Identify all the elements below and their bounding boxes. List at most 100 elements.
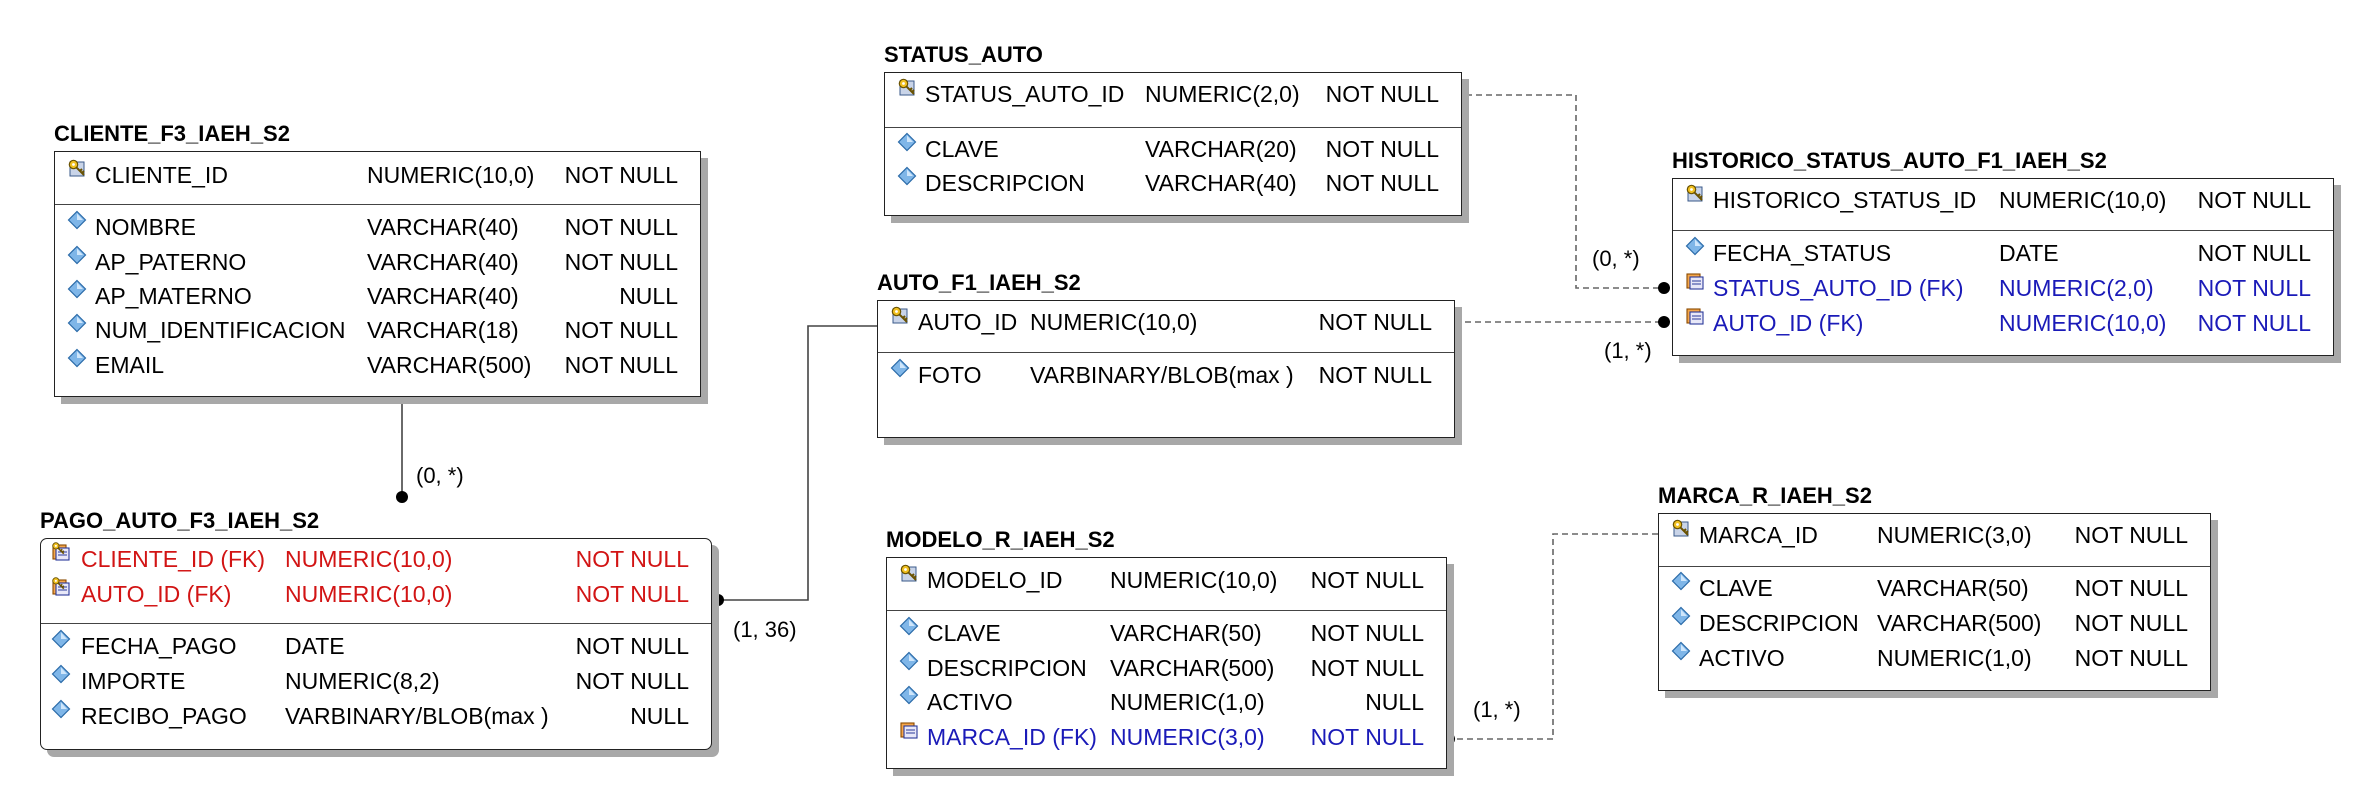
column-row[interactable]: CLAVE VARCHAR(50) NOT NULL xyxy=(1659,571,2212,605)
column-row[interactable]: CLIENTE_ID NUMERIC(10,0) NOT NULL xyxy=(55,158,702,192)
attribute-icon xyxy=(1671,571,1691,591)
column-type: VARCHAR(500) xyxy=(367,352,532,378)
entity-marca[interactable]: MARCA_R_IAEH_S2 MARCA_ID NUMERIC(3,0) NO… xyxy=(1658,483,2212,691)
entity-box: STATUS_AUTO_ID NUMERIC(2,0) NOT NULL CLA… xyxy=(884,72,1462,216)
column-nullability: NULL xyxy=(1365,689,1424,715)
column-row[interactable]: AUTO_ID (FK) NUMERIC(10,0) NOT NULL xyxy=(41,577,713,611)
column-row[interactable]: FECHA_STATUS DATE NOT NULL xyxy=(1673,236,2335,270)
relationship-end-dot xyxy=(1658,282,1670,294)
column-type: NUMERIC(8,2) xyxy=(285,668,440,694)
column-type: VARCHAR(20) xyxy=(1145,136,1297,162)
attribute-icon xyxy=(67,348,87,368)
entity-auto[interactable]: AUTO_F1_IAEH_S2 AUTO_ID NUMERIC(10,0) NO… xyxy=(877,270,1456,438)
column-row[interactable]: MODELO_ID NUMERIC(10,0) NOT NULL xyxy=(887,563,1448,597)
relationship-line-marca-modelo[interactable] xyxy=(1449,533,1658,740)
column-row[interactable]: EMAIL VARCHAR(500) NOT NULL xyxy=(55,348,702,382)
foreign-key-icon xyxy=(1685,306,1705,326)
column-name: IMPORTE xyxy=(81,668,186,694)
column-nullability: NOT NULL xyxy=(2074,645,2188,671)
attribute-icon xyxy=(51,664,71,684)
column-row[interactable]: DESCRIPCION VARCHAR(40) NOT NULL xyxy=(885,166,1463,200)
column-name: CLAVE xyxy=(925,136,999,162)
column-row[interactable]: MARCA_ID NUMERIC(3,0) NOT NULL xyxy=(1659,518,2212,552)
attribute-icon xyxy=(899,651,919,671)
entity-cliente[interactable]: CLIENTE_F3_IAEH_S2 CLIENTE_ID NUMERIC(10… xyxy=(54,121,701,397)
entity-modelo[interactable]: MODELO_R_IAEH_S2 MODELO_ID NUMERIC(10,0)… xyxy=(886,527,1447,769)
column-row[interactable]: AUTO_ID NUMERIC(10,0) NOT NULL xyxy=(878,305,1456,339)
column-name: AP_PATERNO xyxy=(95,249,247,275)
column-name: ACTIVO xyxy=(1699,645,1785,671)
foreign-key-icon xyxy=(1685,271,1705,291)
relationship-line-auto-pago[interactable] xyxy=(718,325,877,601)
primary-key-icon xyxy=(897,77,917,97)
entity-title: AUTO_F1_IAEH_S2 xyxy=(877,270,1081,295)
column-row[interactable]: DESCRIPCION VARCHAR(500) NOT NULL xyxy=(887,651,1448,685)
column-nullability: NOT NULL xyxy=(575,581,689,607)
primary-key-icon xyxy=(1685,183,1705,203)
relationship-end-dot xyxy=(712,594,724,606)
entity-title: PAGO_AUTO_F3_IAEH_S2 xyxy=(40,508,320,533)
entity-title: HISTORICO_STATUS_AUTO_F1_IAEH_S2 xyxy=(1672,148,2107,173)
column-row[interactable]: CLAVE VARCHAR(50) NOT NULL xyxy=(887,616,1448,650)
column-type: VARCHAR(500) xyxy=(1110,655,1275,681)
column-nullability: NOT NULL xyxy=(1325,136,1439,162)
column-row[interactable]: CLAVE VARCHAR(20) NOT NULL xyxy=(885,132,1463,166)
primary-key-icon xyxy=(67,158,87,178)
entity-box: CLIENTE_ID (FK) NUMERIC(10,0) NOT NULL A… xyxy=(40,538,712,750)
attribute-icon xyxy=(67,279,87,299)
column-row[interactable]: AP_PATERNO VARCHAR(40) NOT NULL xyxy=(55,245,702,279)
column-nullability: NOT NULL xyxy=(1325,81,1439,107)
column-row[interactable]: HISTORICO_STATUS_ID NUMERIC(10,0) NOT NU… xyxy=(1673,183,2335,217)
column-row[interactable]: IMPORTE NUMERIC(8,2) NOT NULL xyxy=(41,664,713,698)
attribute-icon xyxy=(1671,606,1691,626)
column-row[interactable]: ACTIVO NUMERIC(1,0) NULL xyxy=(887,685,1448,719)
column-name: FECHA_PAGO xyxy=(81,633,237,659)
column-nullability: NOT NULL xyxy=(1310,567,1424,593)
entity-box: CLIENTE_ID NUMERIC(10,0) NOT NULL NOMBRE… xyxy=(54,151,701,397)
column-row[interactable]: DESCRIPCION VARCHAR(500) NOT NULL xyxy=(1659,606,2212,640)
column-nullability: NOT NULL xyxy=(1310,655,1424,681)
primary-key-icon xyxy=(890,305,910,325)
cardinality-label-auto-historico: (1, *) xyxy=(1604,338,1652,363)
entity-status-auto[interactable]: STATUS_AUTO STATUS_AUTO_ID NUMERIC(2,0) … xyxy=(884,42,1462,216)
entity-historico-status-auto[interactable]: HISTORICO_STATUS_AUTO_F1_IAEH_S2 HISTORI… xyxy=(1672,148,2335,356)
column-nullability: NOT NULL xyxy=(2197,240,2311,266)
column-name: HISTORICO_STATUS_ID xyxy=(1713,187,1977,213)
column-row[interactable]: FECHA_PAGO DATE NOT NULL xyxy=(41,629,713,663)
column-nullability: NOT NULL xyxy=(1325,170,1439,196)
column-row[interactable]: STATUS_AUTO_ID (FK) NUMERIC(2,0) NOT NUL… xyxy=(1673,271,2335,305)
key-separator xyxy=(1659,566,2210,567)
entity-pago-auto[interactable]: PAGO_AUTO_F3_IAEH_S2 CLIENTE_ID (FK) NUM… xyxy=(40,508,712,750)
column-type: NUMERIC(10,0) xyxy=(1999,187,2167,213)
column-type: NUMERIC(10,0) xyxy=(367,162,535,188)
relationship-line-status-historico[interactable] xyxy=(1466,94,1664,289)
column-row[interactable]: AP_MATERNO VARCHAR(40) NULL xyxy=(55,279,702,313)
column-row[interactable]: STATUS_AUTO_ID NUMERIC(2,0) NOT NULL xyxy=(885,77,1463,111)
column-row[interactable]: FOTO VARBINARY/BLOB(max ) NOT NULL xyxy=(878,358,1456,392)
column-name: AP_MATERNO xyxy=(95,283,252,309)
column-row[interactable]: CLIENTE_ID (FK) NUMERIC(10,0) NOT NULL xyxy=(41,542,713,576)
entity-box: MODELO_ID NUMERIC(10,0) NOT NULL CLAVE V… xyxy=(886,557,1447,769)
column-type: NUMERIC(1,0) xyxy=(1110,689,1265,715)
column-type: DATE xyxy=(1999,240,2059,266)
column-name: AUTO_ID (FK) xyxy=(81,581,232,607)
key-separator xyxy=(41,623,711,624)
column-row[interactable]: NOMBRE VARCHAR(40) NOT NULL xyxy=(55,210,702,244)
column-row[interactable]: ACTIVO NUMERIC(1,0) NOT NULL xyxy=(1659,641,2212,675)
column-row[interactable]: NUM_IDENTIFICACION VARCHAR(18) NOT NULL xyxy=(55,313,702,347)
column-type: VARCHAR(18) xyxy=(367,317,519,343)
column-nullability: NOT NULL xyxy=(564,249,678,275)
column-type: VARCHAR(40) xyxy=(1145,170,1297,196)
column-name: AUTO_ID (FK) xyxy=(1713,310,1864,336)
column-row[interactable]: RECIBO_PAGO VARBINARY/BLOB(max ) NULL xyxy=(41,699,713,733)
column-nullability: NOT NULL xyxy=(564,162,678,188)
column-row[interactable]: AUTO_ID (FK) NUMERIC(10,0) NOT NULL xyxy=(1673,306,2335,340)
attribute-icon xyxy=(1671,641,1691,661)
cardinality-label-status-historico: (0, *) xyxy=(1592,246,1640,271)
column-type: DATE xyxy=(285,633,345,659)
column-nullability: NULL xyxy=(619,283,678,309)
column-type: NUMERIC(3,0) xyxy=(1877,522,2032,548)
column-nullability: NOT NULL xyxy=(2074,522,2188,548)
column-row[interactable]: MARCA_ID (FK) NUMERIC(3,0) NOT NULL xyxy=(887,720,1448,754)
cardinality-label-cliente-pago: (0, *) xyxy=(416,463,464,488)
